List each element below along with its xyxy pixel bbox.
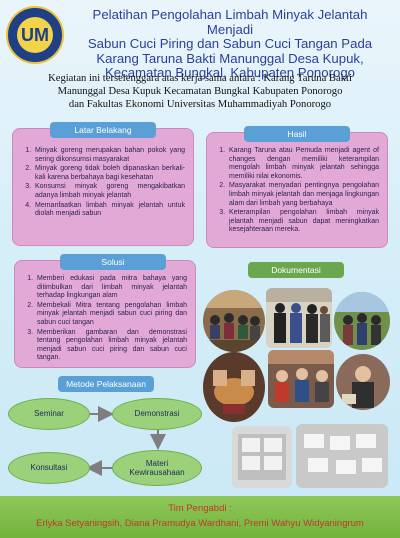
- university-logo: UM: [6, 6, 64, 64]
- logo-emblem: UM: [17, 17, 53, 53]
- title-line: Sabun Cuci Piring dan Sabun Cuci Tangan …: [87, 36, 373, 51]
- latar-belakang-label: Latar Belakang: [50, 122, 156, 138]
- title-line: Pelatihan Pengolahan Limbah Minyak Jelan…: [92, 7, 368, 37]
- solusi-box: Memberi edukasi pada mitra bahaya yang d…: [14, 260, 196, 368]
- footer-heading: Tim Pengabdi :: [168, 503, 232, 514]
- list-item: Minyak goreng tidak boleh dipanaskan ber…: [33, 165, 185, 182]
- photo-audience-graphic: [203, 290, 265, 352]
- latar-belakang-list: Minyak goreng merupakan bahan pokok yang…: [19, 147, 185, 219]
- latar-belakang-box: Minyak goreng merupakan bahan pokok yang…: [12, 128, 194, 246]
- flow-step-materi: Materi Kewirausahaan: [112, 450, 202, 486]
- photo-team-standing: [266, 288, 332, 348]
- photo-soap-pieces-graphic: [296, 424, 388, 488]
- photo-audience: [203, 290, 265, 352]
- hasil-label: Hasil: [244, 126, 350, 142]
- photo-soap-pieces: [296, 424, 388, 488]
- poster-header: UM Pelatihan Pengolahan Limbah Minyak Je…: [0, 0, 400, 80]
- photo-presentation: [336, 354, 390, 410]
- list-item: Masyarakat menyadari pentingnya pengolah…: [227, 182, 379, 208]
- flow-step-seminar: Seminar: [8, 398, 90, 430]
- footer-names: Erlyka Setyaningsih, Diana Pramudya Ward…: [36, 518, 364, 529]
- list-item: Memberikan gambaran dan demonstrasi tent…: [35, 329, 187, 363]
- photo-outdoor-group: [334, 292, 390, 350]
- list-item: Karang Taruna atau Pemuda menjadi agent …: [227, 147, 379, 181]
- solusi-list: Memberi edukasi pada mitra bahaya yang d…: [21, 275, 187, 363]
- photo-team-graphic: [266, 288, 332, 348]
- photo-participants: [268, 350, 334, 408]
- photo-soap-bars-tray: [232, 426, 292, 488]
- footer-team: Tim Pengabdi : Erlyka Setyaningsih, Dian…: [0, 496, 400, 538]
- solusi-label: Solusi: [60, 254, 166, 270]
- list-item: Minyak goreng merupakan bahan pokok yang…: [33, 147, 185, 164]
- dokumentasi-label: Dokumentasi: [248, 262, 344, 278]
- hasil-box: Karang Taruna atau Pemuda menjadi agent …: [206, 132, 388, 248]
- intro-line: Kegiatan ini terselenggara atas kerja sa…: [48, 73, 352, 84]
- list-item: Memberi edukasi pada mitra bahaya yang d…: [35, 275, 187, 301]
- photo-participants-graphic: [268, 350, 334, 408]
- metode-flow-arrows: [86, 406, 166, 476]
- list-item: Membekali Mitra tentang pengolahan limba…: [35, 302, 187, 328]
- intro-text: Kegiatan ini terselenggara atas kerja sa…: [12, 72, 388, 111]
- poster-title: Pelatihan Pengolahan Limbah Minyak Jelan…: [70, 7, 390, 81]
- photo-soap-making-graphic: [203, 352, 265, 422]
- photo-outdoor-graphic: [334, 292, 390, 350]
- hasil-list: Karang Taruna atau Pemuda menjadi agent …: [213, 147, 379, 235]
- photo-soap-tray-graphic: [232, 426, 292, 488]
- list-item: Keterampilan pengolahan limbah minyak je…: [227, 209, 379, 235]
- photo-soap-making: [203, 352, 265, 422]
- flow-step-konsultasi: Konsultasi: [8, 452, 90, 484]
- intro-line: Manunggal Desa Kupuk Kecamatan Bungkal K…: [57, 86, 343, 97]
- list-item: Konsumsi minyak goreng mengakibatkan ada…: [33, 183, 185, 200]
- photo-presentation-graphic: [336, 354, 390, 410]
- list-item: Memanfaatkan limbah minyak jelantah untu…: [33, 202, 185, 219]
- title-line: Karang Taruna Bakti Manunggal Desa Kupuk…: [96, 50, 364, 66]
- flow-step-demonstrasi: Demonstrasi: [112, 398, 202, 430]
- intro-line: dan Fakultas Ekonomi Universitas Muhamma…: [68, 99, 332, 110]
- title-line: Kecamatan Bungkal, Kabupaten Ponorogo: [104, 65, 355, 80]
- metode-label: Metode Pelaksanaan: [58, 376, 154, 392]
